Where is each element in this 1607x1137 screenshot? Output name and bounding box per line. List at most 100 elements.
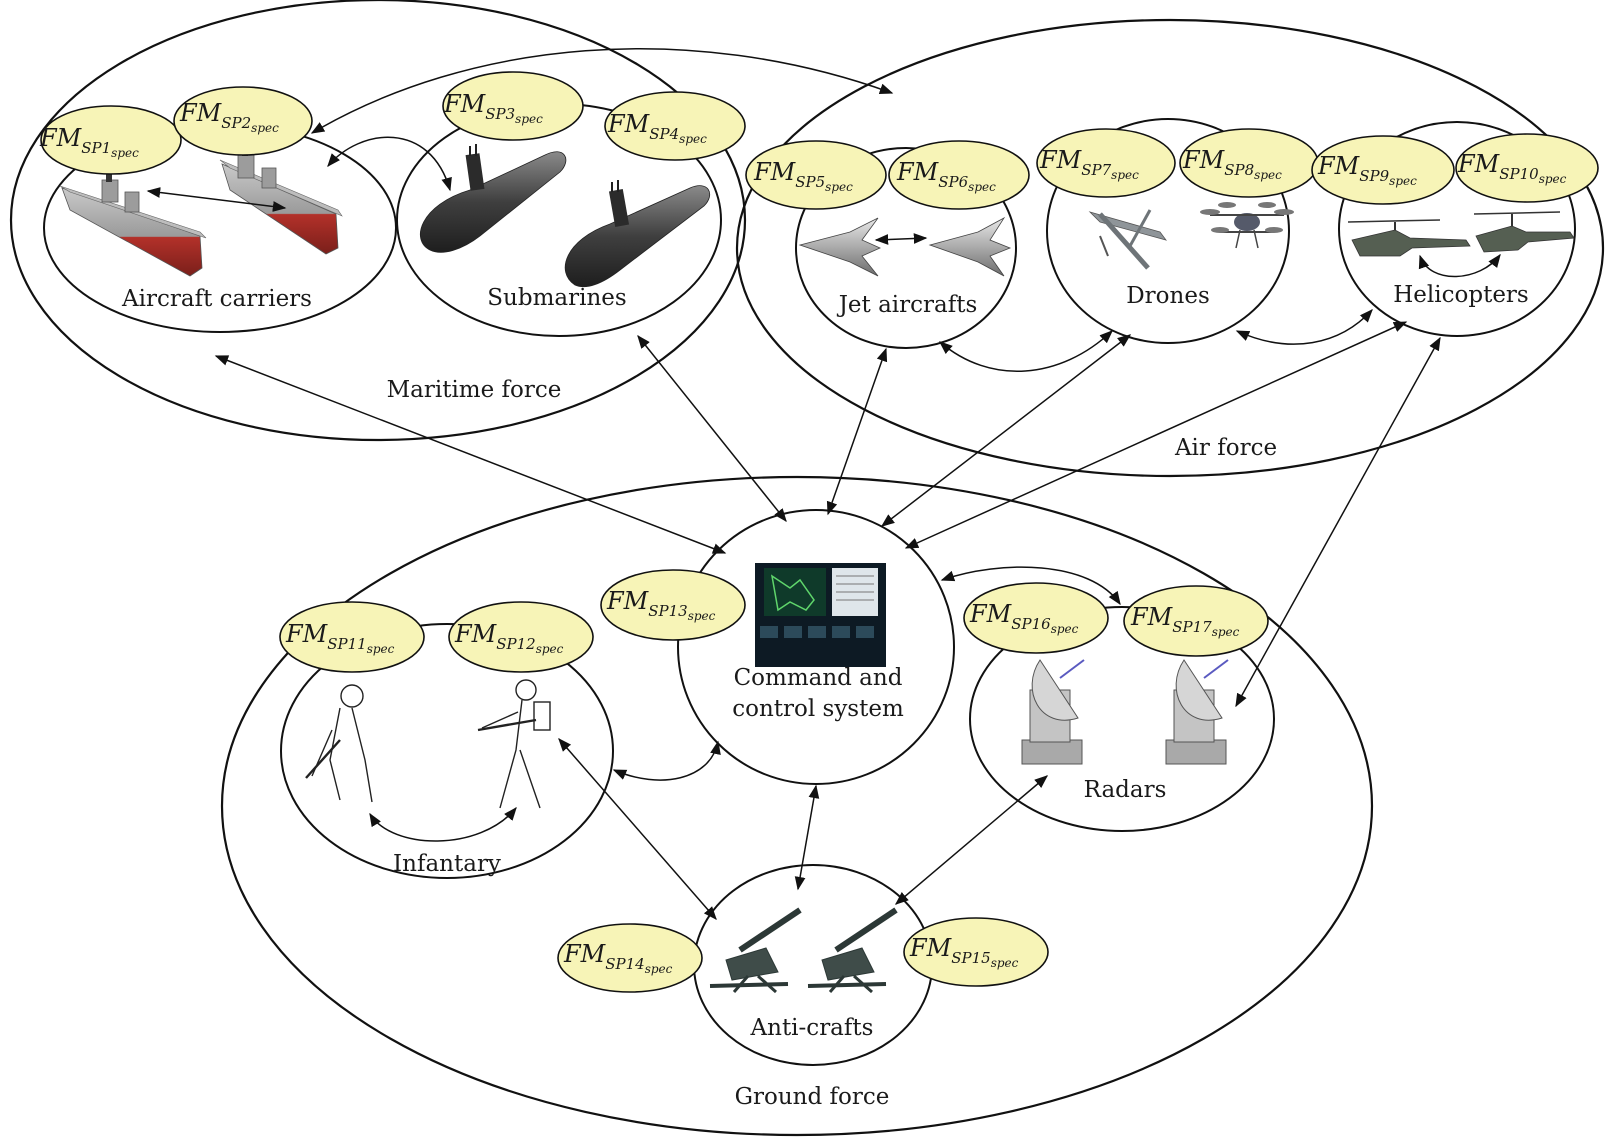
svg-text:FMSP9spec: FMSP9spec: [1317, 152, 1417, 188]
fm-sp3-prefix: FM: [443, 90, 487, 118]
fm-sp15-id: SP15: [951, 949, 990, 967]
link-carriers-submarines: [327, 136, 452, 192]
feature-model-sp14[interactable]: FMSP14spec: [557, 923, 703, 993]
svg-text:FMSP6spec: FMSP6spec: [896, 158, 996, 194]
aircraft-carrier-image-1: [59, 174, 207, 277]
svg-text:FMSP17spec: FMSP17spec: [1130, 603, 1240, 639]
fm-sp17-prefix: FM: [1130, 603, 1174, 631]
feature-model-sp15[interactable]: FMSP15spec: [903, 917, 1049, 987]
fm-sp9-id: SP9: [1359, 167, 1389, 185]
fm-sp12-suffix: spec: [536, 642, 564, 656]
link-infantry-c2: [612, 740, 721, 781]
feature-model-sp17[interactable]: FMSP17spec: [1123, 585, 1269, 657]
feature-model-sp9[interactable]: FMSP9spec: [1311, 135, 1455, 205]
svg-text:FMSP8spec: FMSP8spec: [1182, 146, 1282, 182]
fm-sp13-suffix: spec: [688, 609, 716, 623]
link-jets-c2: [826, 347, 888, 516]
link-helicopters-internal: [1418, 253, 1501, 278]
fm-sp9-prefix: FM: [1317, 152, 1361, 180]
fm-sp3-suffix: spec: [515, 112, 543, 126]
fm-sp1-suffix: spec: [111, 146, 139, 160]
fm-sp8-suffix: spec: [1254, 168, 1282, 182]
radars-system[interactable]: [969, 606, 1275, 832]
feature-model-sp4[interactable]: FMSP4spec: [604, 91, 746, 161]
label-helicopters: Helicopters: [1393, 282, 1528, 308]
label-drones: Drones: [1126, 283, 1210, 309]
fm-sp4-suffix: spec: [679, 132, 707, 146]
feature-model-sp8[interactable]: FMSP8spec: [1179, 128, 1319, 198]
feature-model-sp1[interactable]: FMSP1spec: [39, 105, 182, 175]
svg-text:FMSP5spec: FMSP5spec: [753, 158, 853, 194]
link-infantry-internal: [369, 806, 517, 842]
svg-text:FMSP11spec: FMSP11spec: [285, 620, 395, 656]
fm-sp11-suffix: spec: [367, 642, 395, 656]
svg-text:FMSP13spec: FMSP13spec: [606, 587, 716, 623]
label-maritime-force: Maritime force: [387, 377, 562, 403]
fm-sp13-id: SP13: [648, 602, 687, 620]
anti-craft-image-1: [709, 907, 802, 994]
feature-model-sp6[interactable]: FMSP6spec: [888, 140, 1030, 210]
fm-sp17-suffix: spec: [1212, 625, 1240, 639]
feature-model-sp7[interactable]: FMSP7spec: [1036, 128, 1176, 198]
fm-sp4-prefix: FM: [607, 110, 651, 138]
feature-model-sp5[interactable]: FMSP5spec: [745, 140, 887, 210]
helicopter-image-1: [1347, 219, 1471, 257]
feature-model-sp10[interactable]: FMSP10spec: [1455, 133, 1599, 203]
fm-sp1-id: SP1: [81, 139, 111, 157]
label-submarines: Submarines: [487, 285, 626, 311]
fm-sp16-id: SP16: [1011, 615, 1051, 633]
helicopter-image-2: [1473, 211, 1575, 253]
link-carriers-internal: [146, 187, 287, 212]
fm-sp7-id: SP7: [1081, 161, 1111, 179]
svg-text:FMSP12spec: FMSP12spec: [454, 620, 564, 656]
link-jets-internal: [874, 233, 928, 245]
fm-sp14-id: SP14: [605, 955, 644, 973]
link-drones-c2: [880, 334, 1132, 527]
fm-sp9-suffix: spec: [1389, 174, 1417, 188]
fm-sp10-suffix: spec: [1539, 172, 1567, 186]
label-jet-aircrafts: Jet aircrafts: [837, 292, 978, 318]
feature-model-sp11[interactable]: FMSP11spec: [279, 601, 425, 673]
anti-craft-image-2: [807, 907, 898, 994]
fm-sp6-prefix: FM: [896, 158, 940, 186]
feature-model-sp16[interactable]: FMSP16spec: [963, 582, 1109, 654]
fm-sp10-prefix: FM: [1457, 150, 1501, 178]
link-drones-helicopters: [1235, 309, 1373, 345]
fm-sp2-id: SP2: [221, 114, 251, 132]
fm-sp15-prefix: FM: [909, 934, 953, 962]
drone-image-2: [1200, 202, 1294, 249]
fm-sp8-prefix: FM: [1182, 146, 1226, 174]
fm-sp11-prefix: FM: [285, 620, 329, 648]
feature-model-sp2[interactable]: FMSP2spec: [173, 86, 313, 156]
radar-image-2: [1165, 659, 1229, 765]
feature-model-sp12[interactable]: FMSP12spec: [448, 601, 594, 673]
fm-sp1-prefix: FM: [39, 124, 83, 152]
label-radars: Radars: [1084, 777, 1167, 803]
fm-sp2-suffix: spec: [251, 121, 279, 135]
fm-sp5-id: SP5: [795, 173, 825, 191]
link-jets-drones: [938, 330, 1113, 372]
fm-sp16-suffix: spec: [1051, 622, 1079, 636]
fm-sp13-prefix: FM: [606, 587, 650, 615]
fm-sp17-id: SP17: [1172, 618, 1212, 636]
svg-text:FMSP15spec: FMSP15spec: [909, 934, 1019, 970]
fm-sp14-prefix: FM: [563, 940, 607, 968]
link-submarines-c2: [637, 334, 787, 523]
drone-image-1: [1088, 209, 1168, 270]
label-aircraft-carriers: Aircraft carriers: [121, 286, 312, 312]
link-c2-radars: [940, 566, 1121, 606]
ground-force-outline: [220, 475, 1374, 1137]
label-air-force: Air force: [1174, 435, 1277, 461]
fm-sp6-id: SP6: [938, 173, 968, 191]
fm-sp5-prefix: FM: [753, 158, 797, 186]
fm-sp6-suffix: spec: [968, 180, 996, 194]
feature-model-sp13[interactable]: FMSP13spec: [600, 569, 746, 641]
link-infantry-anticrafts: [558, 737, 717, 921]
fm-sp10-id: SP10: [1499, 165, 1539, 183]
feature-model-sp3[interactable]: FMSP3spec: [442, 71, 584, 141]
link-helicopters-radars: [1235, 336, 1441, 708]
svg-text:FMSP7spec: FMSP7spec: [1039, 146, 1139, 182]
svg-text:FMSP2spec: FMSP2spec: [179, 99, 279, 135]
fm-sp2-prefix: FM: [179, 99, 223, 127]
